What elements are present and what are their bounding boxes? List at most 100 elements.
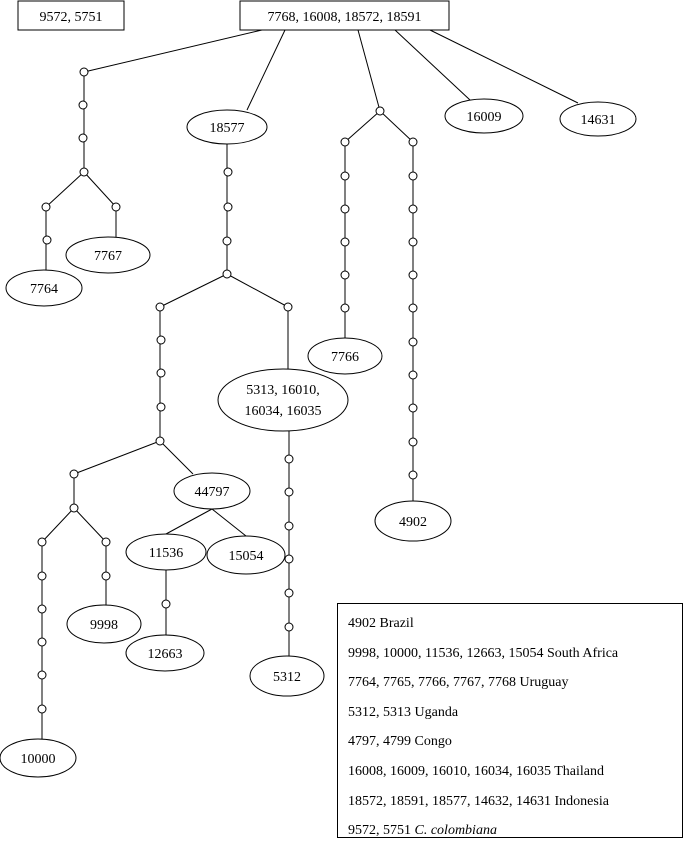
network-edge [246, 29, 286, 111]
intermediate-node [111, 202, 121, 212]
outgroup-box: 9572, 5751 [17, 0, 125, 31]
node-10000: 10000 [0, 738, 77, 778]
network-edge [45, 171, 85, 208]
root-box: 7768, 16008, 18572, 18591 [239, 0, 450, 31]
intermediate-node [340, 137, 350, 147]
legend-row: 4902 Brazil [348, 609, 682, 639]
intermediate-nodes [37, 67, 418, 714]
svg-text:18577: 18577 [210, 121, 245, 136]
svg-text:7768, 16008, 18572, 18591: 7768, 16008, 18572, 18591 [268, 10, 422, 25]
intermediate-node [69, 469, 79, 479]
legend-box: 4902 Brazil 9998, 10000, 11536, 12663, 1… [337, 603, 683, 838]
intermediate-node [284, 521, 294, 531]
legend-row: 7764, 7765, 7766, 7767, 7768 Uruguay [348, 668, 682, 698]
node-14631: 14631 [559, 101, 637, 137]
svg-text:11536: 11536 [149, 546, 183, 561]
node-11536: 11536 [125, 533, 207, 571]
node-18577: 18577 [186, 109, 268, 145]
intermediate-node [155, 436, 165, 446]
intermediate-node [101, 537, 111, 547]
intermediate-node [340, 204, 350, 214]
network-edge [73, 440, 161, 475]
intermediate-node [37, 604, 47, 614]
svg-text:5313, 16010,: 5313, 16010, [246, 383, 320, 398]
svg-text:4902: 4902 [399, 515, 427, 530]
intermediate-node [408, 270, 418, 280]
intermediate-node [223, 202, 233, 212]
legend-place: Congo [414, 734, 452, 750]
network-edge [429, 29, 579, 104]
network-edge [73, 507, 107, 543]
network-edge [83, 29, 263, 73]
intermediate-node [408, 470, 418, 480]
intermediate-node [37, 571, 47, 581]
intermediate-node [156, 335, 166, 345]
legend-place: Uruguay [519, 675, 569, 691]
intermediate-node [78, 100, 88, 110]
legend-ids: 4902 [348, 616, 376, 631]
svg-text:12663: 12663 [148, 647, 183, 662]
intermediate-node [222, 236, 232, 246]
intermediate-node [37, 704, 47, 714]
intermediate-node [408, 437, 418, 447]
legend-ids: 9572, 5751 [348, 823, 411, 839]
legend-ids: 18572, 18591, 18577, 14632, 14631 [348, 793, 551, 809]
intermediate-node [284, 622, 294, 632]
intermediate-node [79, 167, 89, 177]
intermediate-node [375, 106, 385, 116]
svg-text:7766: 7766 [331, 350, 359, 365]
node-44797: 44797 [173, 472, 251, 510]
intermediate-node [283, 302, 293, 312]
node-5313-group: 5313, 16010, 16034, 16035 [217, 368, 349, 432]
legend-row: 16008, 16009, 16010, 16034, 16035 Thaila… [348, 757, 682, 787]
network-edge [83, 171, 117, 208]
intermediate-node [42, 235, 52, 245]
legend-place: C. colombiana [414, 823, 497, 839]
intermediate-node [340, 303, 350, 313]
legend-row: 18572, 18591, 18577, 14632, 14631 Indone… [348, 787, 682, 817]
legend-place: Indonesia [554, 793, 609, 809]
intermediate-node [161, 599, 171, 609]
legend-row: 9572, 5751 C. colombiana [348, 816, 682, 846]
intermediate-node [408, 303, 418, 313]
svg-text:7764: 7764 [30, 282, 58, 297]
network-edge [394, 29, 471, 101]
node-7766: 7766 [307, 337, 383, 375]
svg-text:9572, 5751: 9572, 5751 [40, 10, 103, 25]
intermediate-node [284, 487, 294, 497]
network-edge [226, 273, 289, 308]
legend-ids: 5312, 5313 [348, 704, 411, 720]
node-7764: 7764 [5, 269, 83, 307]
svg-text:9998: 9998 [90, 618, 118, 633]
legend-place: Brazil [379, 616, 414, 631]
intermediate-node [408, 237, 418, 247]
intermediate-node [155, 302, 165, 312]
legend-ids: 7764, 7765, 7766, 7767, 7768 [348, 675, 516, 691]
intermediate-node [69, 503, 79, 513]
node-5312: 5312 [249, 655, 325, 697]
svg-text:10000: 10000 [21, 752, 56, 767]
intermediate-node [37, 537, 47, 547]
node-15054: 15054 [206, 535, 286, 575]
legend-place: Uganda [414, 704, 459, 720]
intermediate-node [222, 269, 232, 279]
intermediate-node [156, 402, 166, 412]
intermediate-node [408, 137, 418, 147]
intermediate-node [41, 202, 51, 212]
intermediate-node [284, 588, 294, 598]
legend-ids: 16008, 16009, 16010, 16034, 16035 [348, 763, 551, 779]
intermediate-node [101, 571, 111, 581]
intermediate-node [284, 454, 294, 464]
legend-place: Thailand [554, 763, 605, 779]
svg-text:15054: 15054 [229, 549, 264, 564]
intermediate-node [37, 637, 47, 647]
intermediate-node [340, 270, 350, 280]
legend-ids: 4797, 4799 [348, 734, 411, 750]
intermediate-node [408, 403, 418, 413]
network-edge [159, 440, 194, 475]
node-4902: 4902 [374, 500, 452, 542]
intermediate-node [79, 67, 89, 77]
svg-text:14631: 14631 [581, 113, 616, 128]
svg-text:7767: 7767 [94, 249, 122, 264]
